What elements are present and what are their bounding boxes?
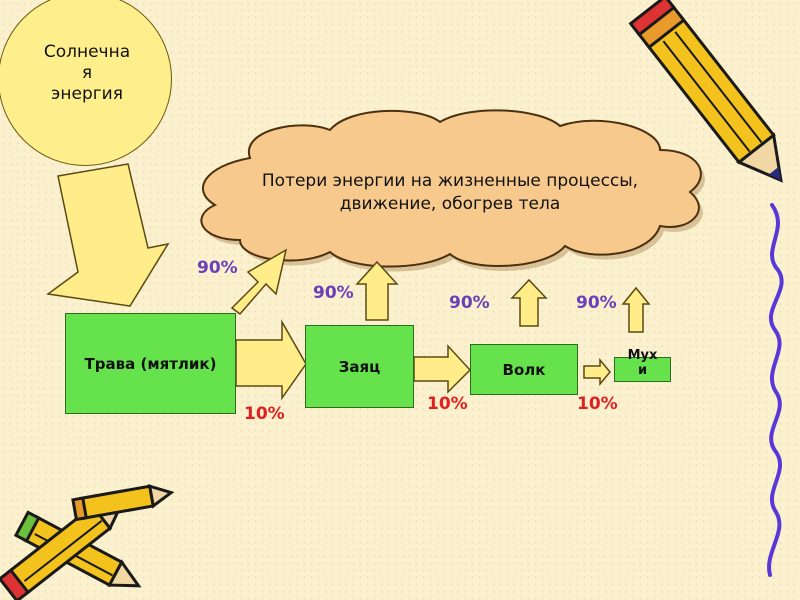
transfer-arrow-1 [235, 319, 307, 401]
loss-arrow-2 [355, 260, 399, 321]
sun-label: Солнечна я энергия [43, 42, 131, 104]
cloud-shape [200, 109, 702, 268]
loss-arrow-1 [230, 248, 288, 316]
pencil-icon [0, 497, 127, 600]
node-grass: Трава (мятлик) [65, 313, 236, 414]
loss-percent-4: 90% [576, 293, 617, 313]
transfer-percent-2: 10% [427, 394, 468, 414]
node-hare: Заяц [305, 325, 414, 408]
loss-arrow-3 [510, 278, 548, 327]
transfer-arrow-3 [583, 357, 611, 387]
transfer-percent-1: 10% [244, 404, 285, 424]
transfer-arrow-2 [413, 344, 472, 394]
node-flies: Мух и [614, 348, 671, 382]
cloud-text: Потери энергии на жизненные процессы, дв… [261, 171, 639, 214]
loss-arrow-4 [621, 286, 651, 333]
loss-percent-2: 90% [313, 283, 354, 303]
loss-percent-3: 90% [449, 293, 490, 313]
pencil-icon [71, 484, 175, 522]
node-wolf: Волк [470, 344, 578, 395]
loss-percent-1: 90% [197, 258, 238, 278]
sun-circle [0, 0, 172, 166]
pencil-icon [628, 0, 783, 183]
transfer-percent-3: 10% [577, 394, 618, 414]
decorative-wavy-line [767, 203, 784, 577]
sun-arrow [46, 163, 170, 307]
